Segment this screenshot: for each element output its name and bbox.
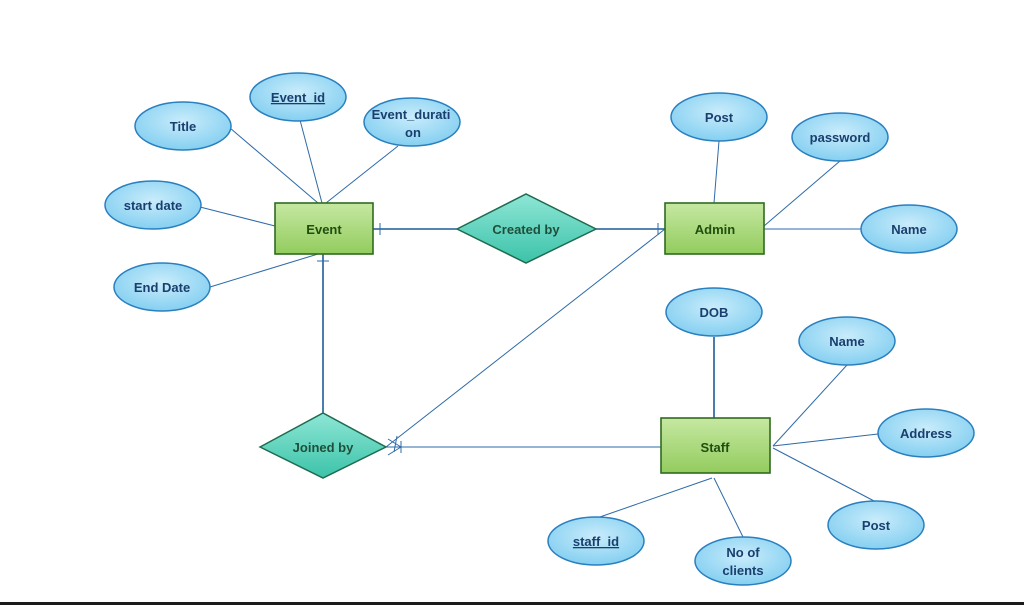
svg-text:Event_durati: Event_durati <box>372 107 451 122</box>
attributes: Title Event_id Event_durati on start dat… <box>104 72 975 586</box>
line-staff-name <box>772 364 848 447</box>
entity-admin: Admin <box>664 202 765 255</box>
svg-text:Address: Address <box>900 426 952 441</box>
attr-staff-address: Address <box>877 408 975 458</box>
attr-admin-password: password <box>791 112 889 162</box>
line-event-start-date <box>199 206 276 227</box>
attr-staff-post: Post <box>827 500 925 550</box>
svg-text:Admin: Admin <box>695 222 736 237</box>
line-staff-address <box>772 433 879 447</box>
svg-text:Joined by: Joined by <box>293 440 354 455</box>
relationship-lines <box>322 228 715 418</box>
attr-event-title: Title <box>134 101 232 151</box>
attr-event-duration: Event_durati on <box>363 97 461 147</box>
entities: Event Admin Staff <box>274 202 771 474</box>
attr-event-id: Event_id <box>249 72 347 122</box>
svg-text:Post: Post <box>705 110 734 125</box>
svg-text:DOB: DOB <box>700 305 729 320</box>
line-staff-post <box>772 447 877 503</box>
relationships: Created by Joined by <box>258 193 598 479</box>
svg-text:on: on <box>405 125 421 140</box>
attr-event-end-date: End Date <box>113 262 211 312</box>
crowfoot-admin <box>393 435 398 453</box>
svg-text:Name: Name <box>829 334 864 349</box>
line-admin-password <box>763 160 841 227</box>
svg-text:Event: Event <box>306 222 342 237</box>
svg-text:Created by: Created by <box>492 222 560 237</box>
svg-text:Staff: Staff <box>701 440 731 455</box>
attr-staff-name: Name <box>798 316 896 366</box>
line-admin-post <box>713 140 720 204</box>
crowfoot-staff-1 <box>387 438 402 448</box>
svg-text:End Date: End Date <box>134 280 190 295</box>
entity-event: Event <box>274 202 374 255</box>
svg-text:clients: clients <box>722 563 763 578</box>
svg-text:staff_id: staff_id <box>573 534 619 549</box>
attr-staff-clients: No of clients <box>694 536 792 586</box>
svg-text:Name: Name <box>891 222 926 237</box>
attr-admin-name: Name <box>860 204 958 254</box>
attr-staff-dob: DOB <box>665 287 763 337</box>
line-admin-joinedby <box>385 228 666 448</box>
connector-lines <box>199 119 879 538</box>
line-event-duration <box>325 145 399 204</box>
line-event-title <box>229 127 319 204</box>
attr-staff-id: staff_id <box>547 516 645 566</box>
svg-text:No of: No of <box>726 545 760 560</box>
line-event-id <box>299 119 323 204</box>
entity-staff: Staff <box>660 417 771 474</box>
line-staff-clients <box>713 477 744 538</box>
svg-text:Title: Title <box>170 119 197 134</box>
svg-text:password: password <box>810 130 871 145</box>
attr-admin-post: Post <box>670 92 768 142</box>
svg-text:Post: Post <box>862 518 891 533</box>
svg-text:start date: start date <box>124 198 183 213</box>
bottom-border <box>0 602 1024 605</box>
line-event-end-date <box>209 253 319 288</box>
line-staff-id <box>596 477 713 519</box>
svg-text:Event_id: Event_id <box>271 90 325 105</box>
rel-joined-by: Joined by <box>258 412 388 479</box>
attr-event-start-date: start date <box>104 180 202 230</box>
rel-created-by: Created by <box>455 193 598 264</box>
